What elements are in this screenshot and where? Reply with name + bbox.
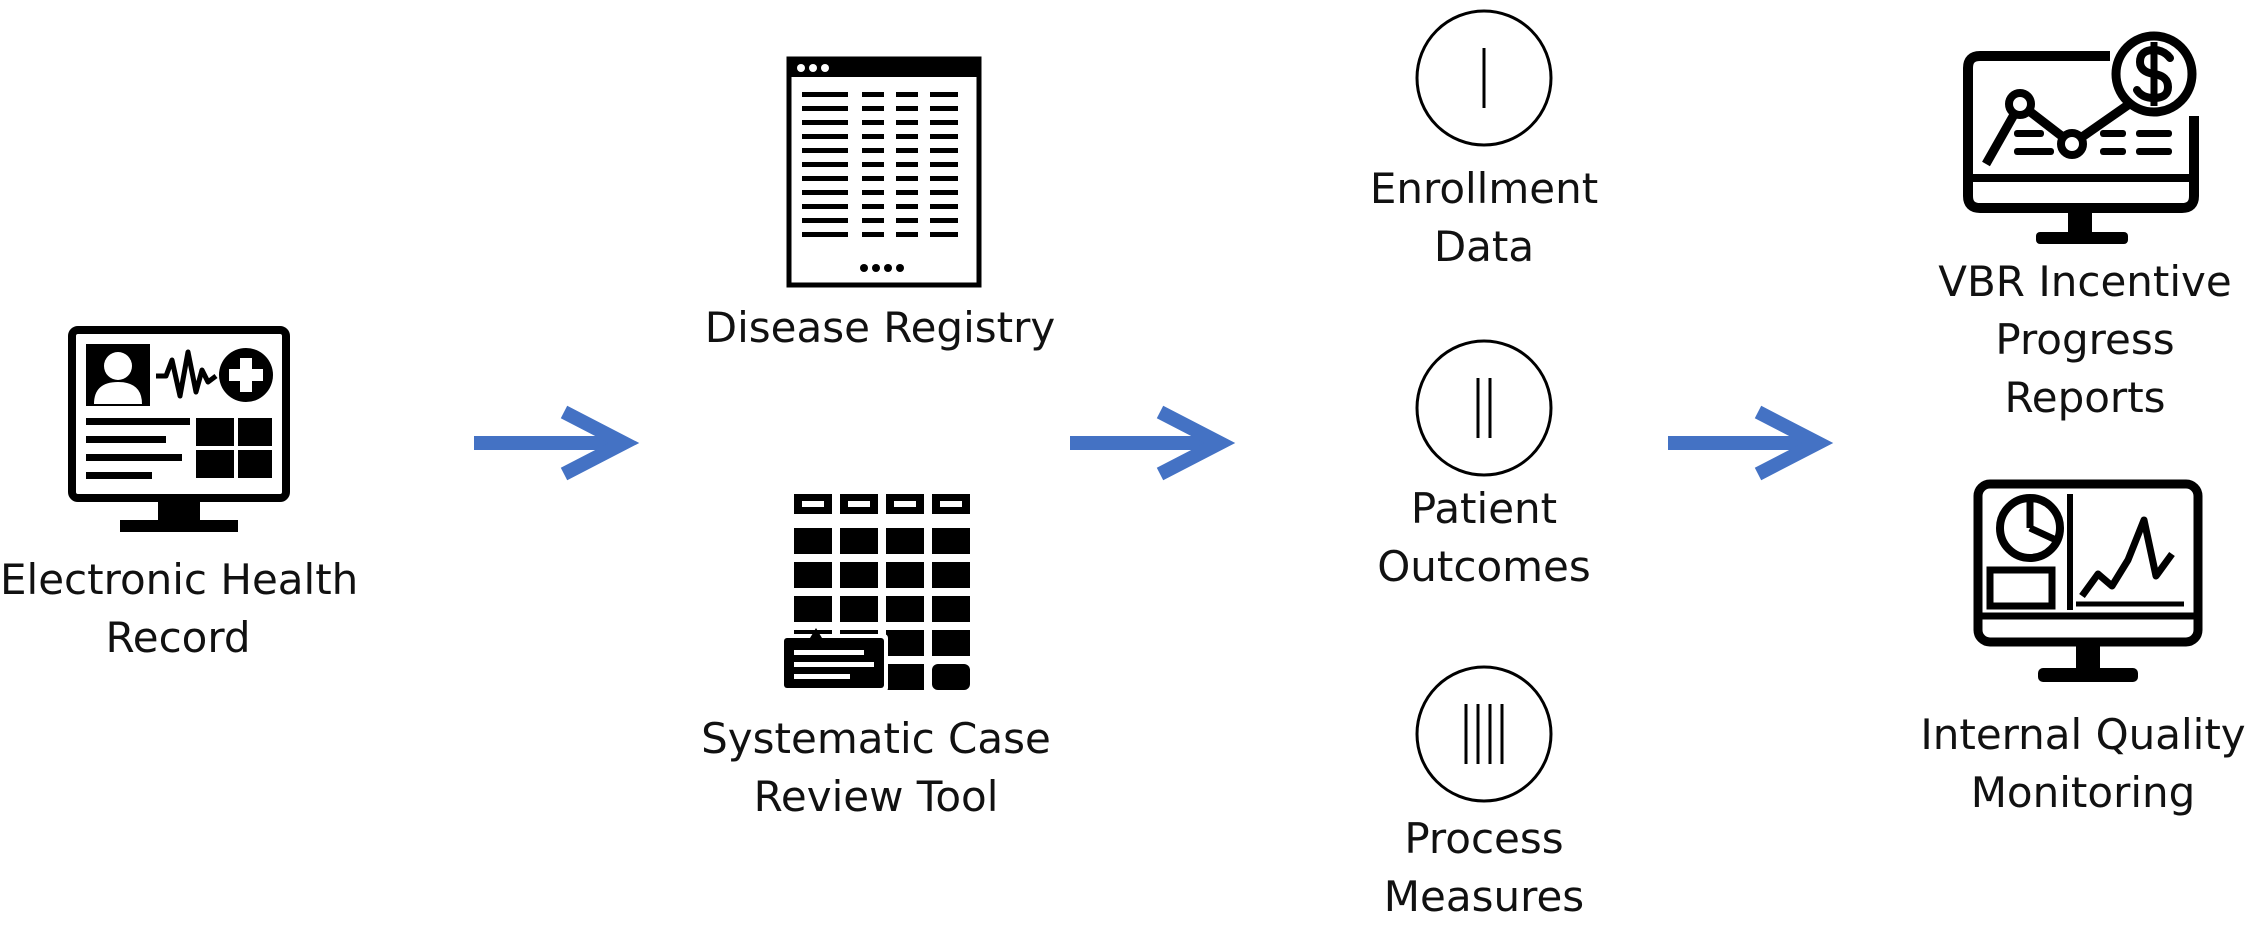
outcomes-label-line: Outcomes — [1377, 542, 1591, 591]
enrollment-label-line: Enrollment — [1369, 164, 1599, 213]
process-label-line: Process — [1404, 814, 1564, 863]
case-review-label: Systematic Case Review Tool — [696, 710, 1056, 826]
ehr-monitor-icon — [68, 326, 290, 532]
dollar-chart-monitor-icon — [1963, 31, 2199, 244]
process-label-line: Measures — [1383, 872, 1585, 921]
vbr-label-line: VBR Incentive — [1938, 257, 2232, 306]
process-label: Process Measures — [1334, 810, 1634, 926]
registry-label-line: Disease Registry — [704, 303, 1056, 352]
spreadsheet-icon — [786, 56, 982, 288]
flow-arrow-2 — [1070, 405, 1236, 481]
quality-label-line: Monitoring — [1970, 768, 2196, 817]
numeral-four-icon — [1415, 665, 1553, 803]
numeral-one-icon — [1415, 9, 1553, 147]
flow-arrow-1 — [474, 405, 640, 481]
dashboard-monitor-icon — [1973, 479, 2203, 682]
vbr-label-line: Progress — [1995, 315, 2175, 364]
ehr-label-line: Record — [105, 613, 251, 662]
vbr-label-line: Reports — [2004, 373, 2166, 422]
table-grid-icon — [780, 494, 970, 692]
quality-label-line: Internal Quality — [1920, 710, 2246, 759]
vbr-label: VBR Incentive Progress Reports — [1930, 253, 2240, 427]
numeral-two-icon — [1415, 339, 1553, 477]
enrollment-label-line: Data — [1433, 222, 1535, 271]
enrollment-label: Enrollment Data — [1334, 160, 1634, 276]
ehr-label: Electronic Health Record — [0, 551, 359, 667]
quality-label: Internal Quality Monitoring — [1916, 706, 2250, 822]
outcomes-label: Patient Outcomes — [1334, 480, 1634, 596]
case-review-label-line: Review Tool — [753, 772, 999, 821]
flow-arrow-3 — [1668, 405, 1834, 481]
case-review-label-line: Systematic Case — [701, 714, 1051, 763]
outcomes-label-line: Patient — [1410, 484, 1558, 533]
registry-label: Disease Registry — [700, 299, 1060, 357]
ehr-label-line: Electronic Health — [0, 555, 359, 604]
